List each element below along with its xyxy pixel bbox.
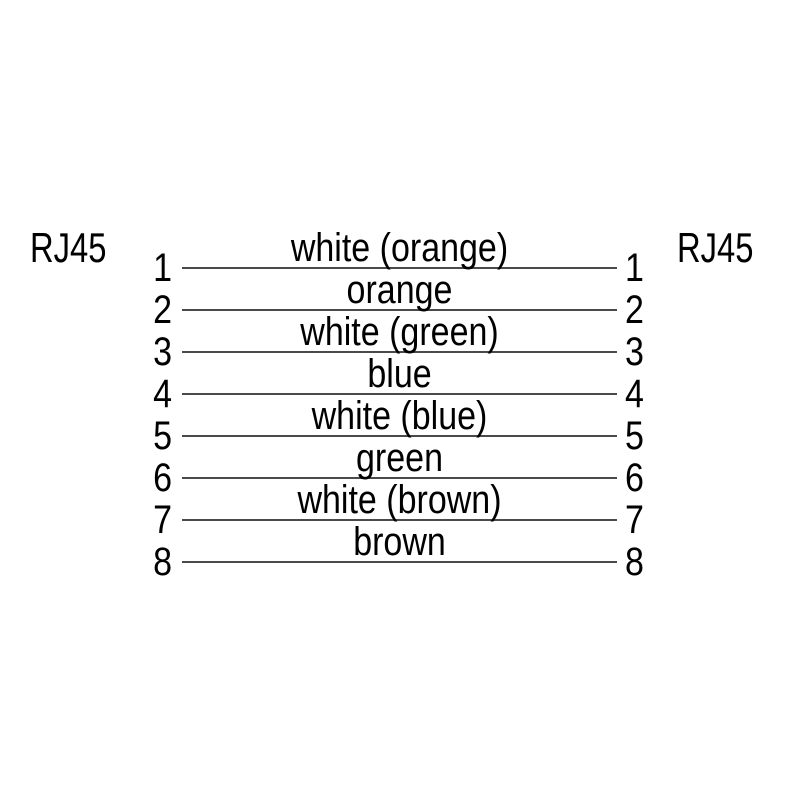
pin-number-right: 3	[625, 330, 644, 374]
wire-line	[182, 309, 617, 311]
wire-color-label: white (brown)	[297, 478, 502, 522]
pin-number-right: 6	[625, 456, 644, 500]
pin-number-right: 5	[625, 414, 644, 458]
pin-number-left: 3	[153, 330, 172, 374]
wire-color-label: blue	[367, 352, 432, 396]
pin-number-left: 5	[153, 414, 172, 458]
pin-number-right: 8	[625, 540, 644, 584]
pin-number-right: 4	[625, 372, 644, 416]
wire-line	[182, 561, 617, 563]
pin-number-left: 4	[153, 372, 172, 416]
right-connector-label: RJ45	[677, 224, 754, 271]
pin-number-right: 2	[625, 288, 644, 332]
pin-number-left: 7	[153, 498, 172, 542]
wire-line	[182, 477, 617, 479]
wire-line	[182, 435, 617, 437]
wire-color-label: green	[356, 436, 443, 480]
wire-color-label: white (blue)	[311, 394, 488, 438]
pin-number-left: 1	[153, 246, 172, 290]
pin-number-left: 8	[153, 540, 172, 584]
wire-line	[182, 519, 617, 521]
pin-number-right: 1	[625, 246, 644, 290]
wire-line	[182, 351, 617, 353]
wire-line	[182, 267, 617, 269]
wire-line	[182, 393, 617, 395]
wire-color-label: white (orange)	[290, 226, 509, 270]
wire-color-label: brown	[353, 520, 446, 564]
pin-number-left: 2	[153, 288, 172, 332]
left-connector-label: RJ45	[30, 224, 107, 271]
pin-number-right: 7	[625, 498, 644, 542]
wire-color-label: orange	[346, 268, 453, 312]
pin-number-left: 6	[153, 456, 172, 500]
wire-color-label: white (green)	[300, 310, 499, 354]
